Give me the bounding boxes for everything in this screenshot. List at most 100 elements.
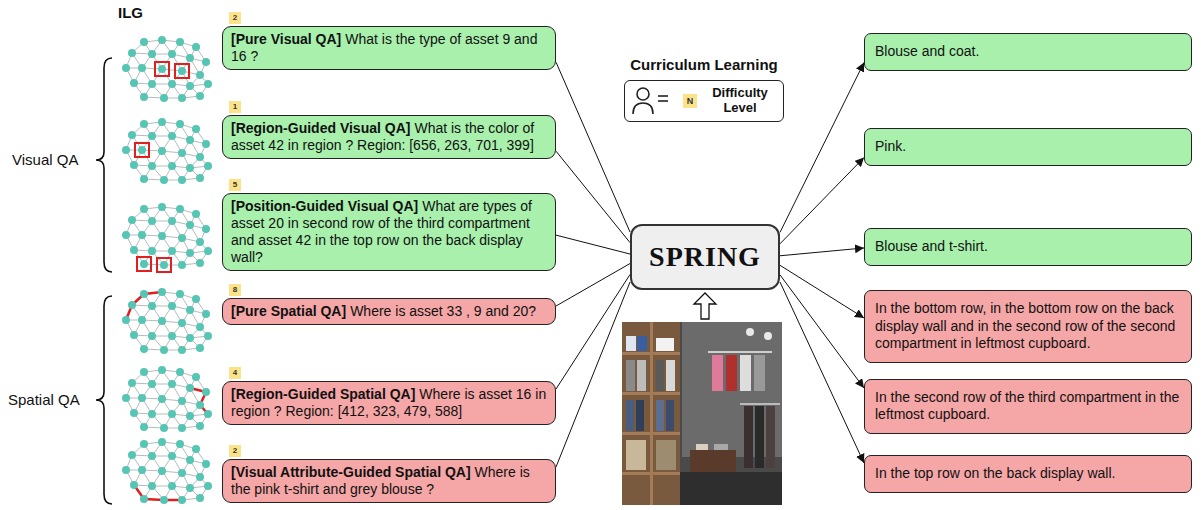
graph-dot [186, 82, 194, 90]
graph-dot [196, 422, 204, 430]
table-item [696, 444, 708, 450]
graph-dot [122, 231, 130, 239]
hanging-cloth [626, 360, 635, 391]
graph-dot [160, 94, 168, 102]
highlight-box [155, 62, 169, 76]
question-box: [Position-Guided Visual QA]What are type… [222, 193, 556, 271]
graph-dot [122, 316, 130, 324]
table-item [714, 444, 728, 450]
graph-dot [130, 481, 138, 489]
graph-dot [158, 467, 166, 475]
question-type: [Region-Guided Visual QA] [231, 120, 410, 136]
answer-text: In the bottom row, in the bottom row on … [875, 300, 1181, 353]
answer-text: In the second row of the third compartme… [875, 389, 1181, 424]
folded-cloth [626, 440, 646, 470]
graph-dot [186, 306, 194, 314]
graph-dot [148, 380, 156, 388]
badge-number: 4 [229, 367, 241, 379]
answer-box: Blouse and coat. [864, 33, 1192, 71]
badge-number: N [683, 94, 697, 108]
icon-line [658, 100, 668, 102]
graph-dot [192, 125, 200, 133]
answer-box: In the second row of the third compartme… [864, 379, 1192, 434]
graph-dot [192, 445, 200, 453]
graph-icons [122, 36, 212, 504]
hanging-cloth [637, 360, 646, 391]
graph-dot [168, 247, 176, 255]
graph-dot [176, 368, 184, 376]
difficulty-badge: 2 [229, 445, 241, 457]
graph-dot [168, 50, 176, 58]
graph-dot [148, 132, 156, 140]
graph-dot [122, 64, 130, 72]
graph-dot [148, 162, 156, 170]
graph-dot [168, 482, 176, 490]
connector [556, 62, 630, 232]
graph-dot [168, 80, 176, 88]
graph-dot [138, 394, 146, 402]
highlight-box [135, 143, 149, 157]
group-label: Visual QA [12, 151, 78, 168]
graph-dot [148, 50, 156, 58]
graph-dot [158, 65, 166, 73]
column-heading: ILG [118, 4, 143, 21]
graph-dot [196, 92, 204, 100]
difficulty-badge: 1 [229, 101, 241, 113]
graph-dot [178, 149, 186, 157]
graph-dot [160, 176, 168, 184]
difficulty-badge: 2 [229, 12, 241, 24]
connector [556, 235, 630, 254]
coat [766, 406, 775, 468]
badge-number: 2 [229, 12, 241, 24]
graph-dot [168, 132, 176, 140]
question-type: [Region-Guided Spatial QA] [231, 386, 415, 402]
hanging-cloth [666, 360, 675, 391]
graph-dot [178, 261, 186, 269]
graph-dot [160, 496, 168, 504]
graph-dot [178, 94, 186, 102]
graph-dot [140, 175, 148, 183]
graph-dot [148, 332, 156, 340]
graph-dot [140, 423, 148, 431]
connector [780, 158, 864, 244]
question-type: [Position-Guided Visual QA] [231, 198, 418, 214]
graph-dot [130, 331, 138, 339]
difficulty-badge: 5 [229, 179, 241, 191]
badge-number: 2 [229, 445, 241, 457]
graph-dot [130, 409, 138, 417]
up-arrow [694, 293, 716, 319]
graph-dot [178, 176, 186, 184]
graph-dot [140, 120, 148, 128]
graph-dot [168, 162, 176, 170]
graph-dot [176, 205, 184, 213]
folded-cloth [656, 338, 674, 351]
box-title: Curriculum Learning [625, 56, 783, 73]
graph-dot [122, 146, 130, 154]
graph-dot [178, 424, 186, 432]
graph-dot [178, 496, 186, 504]
graph-dot [128, 451, 136, 459]
graph-dot [138, 64, 146, 72]
graph-dot [186, 54, 194, 62]
graph-icon [122, 366, 212, 432]
connector [556, 264, 630, 306]
graph-dot [160, 261, 168, 269]
graph-dot [168, 410, 176, 418]
icon-line [658, 95, 668, 97]
graph-dot [148, 302, 156, 310]
hanging-cloth [656, 360, 664, 391]
cupboard [622, 322, 680, 505]
hanging-shirt [726, 355, 737, 391]
hanging-shirt [712, 355, 723, 391]
highlight-box [137, 257, 151, 271]
graph-dot [128, 131, 136, 139]
graph-dot [140, 205, 148, 213]
graph-dot [196, 71, 204, 79]
folded-cloth [656, 440, 676, 470]
badge-number: 1 [229, 101, 241, 113]
difficulty-badge: 8 [229, 284, 241, 296]
highlight-box [175, 64, 189, 78]
graph-dot [130, 79, 138, 87]
graph-dot [186, 334, 194, 342]
graph-dot [178, 346, 186, 354]
